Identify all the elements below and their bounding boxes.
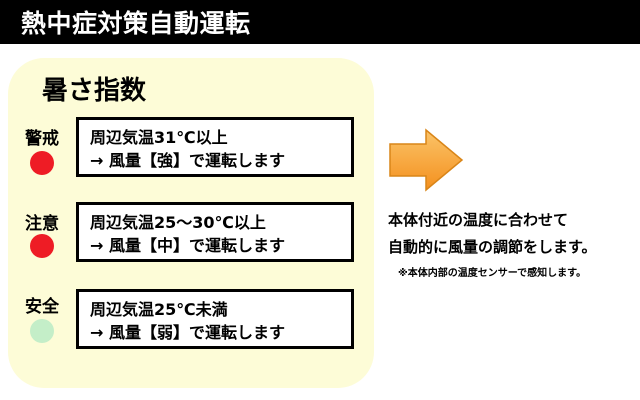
level-label-safe: 安全: [25, 297, 59, 317]
level-label-warning: 警戒: [25, 129, 59, 149]
title-bar: 熱中症対策自動運転: [0, 0, 640, 44]
sensor-note: ※本体内部の温度センサーで感知します。: [398, 268, 587, 279]
status-dot-safe: [30, 319, 54, 343]
status-dot-warning: [30, 151, 54, 175]
panel-heading: 暑さ指数: [42, 76, 147, 106]
level-action-text: → 風量【強】で運転します: [90, 151, 285, 170]
level-message-box-safe: 周辺気温25℃未満 → 風量【弱】で運転します: [76, 289, 354, 349]
description-line-1: 本体付近の温度に合わせて: [388, 211, 569, 229]
level-temp-text: 周辺気温31℃以上: [90, 128, 228, 147]
page-title: 熱中症対策自動運転: [21, 9, 251, 38]
level-message-box-caution: 周辺気温25～30℃以上 → 風量【中】で運転します: [76, 202, 354, 262]
status-dot-caution: [30, 234, 54, 258]
description-line-2: 自動的に風量の調節をします。: [388, 238, 597, 256]
level-action-text: → 風量【弱】で運転します: [90, 323, 285, 342]
level-action-text: → 風量【中】で運転します: [90, 236, 285, 255]
level-message-box-warning: 周辺気温31℃以上 → 風量【強】で運転します: [76, 117, 354, 177]
level-temp-text: 周辺気温25～30℃以上: [90, 213, 266, 232]
level-temp-text: 周辺気温25℃未満: [90, 300, 228, 319]
level-label-caution: 注意: [25, 214, 59, 234]
right-arrow-icon: [389, 128, 464, 192]
